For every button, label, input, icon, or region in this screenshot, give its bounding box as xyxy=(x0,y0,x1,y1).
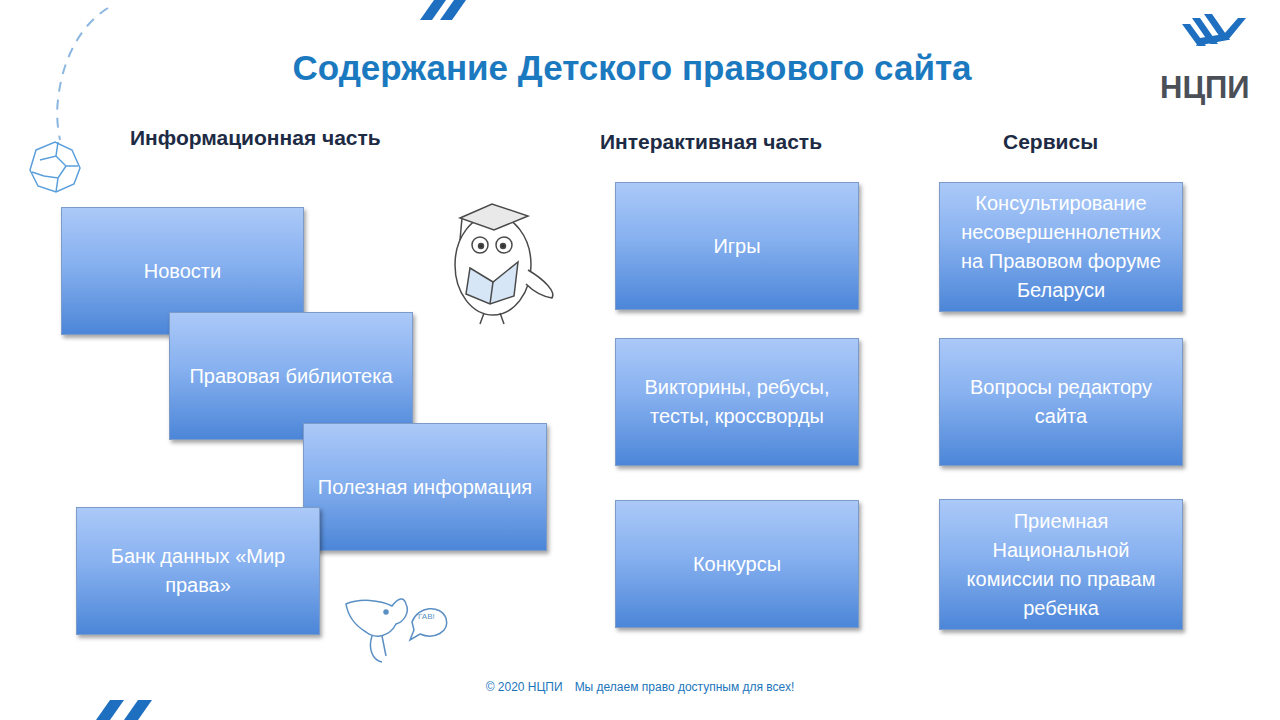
box-text: Консультирование несовершеннолетних на П… xyxy=(952,189,1170,305)
content-box: Вопросы редактору сайта xyxy=(939,338,1183,466)
box-text: Правовая библиотека xyxy=(189,362,392,391)
content-box: Викторины, ребусы, тесты, кроссворды xyxy=(615,338,859,466)
dashed-curve xyxy=(57,8,108,140)
owl-eye xyxy=(472,237,488,253)
logo-mark xyxy=(1182,14,1246,46)
box-text: Приемная Национальной комиссии по правам… xyxy=(952,507,1170,623)
owl-wing xyxy=(526,270,553,298)
logo-chevron xyxy=(1196,18,1246,46)
slash xyxy=(440,0,466,20)
content-box: Банк данных «Мир права» xyxy=(76,507,320,635)
dog-head xyxy=(346,599,407,636)
speech-bubble xyxy=(410,609,447,640)
content-box: Игры xyxy=(615,182,859,310)
box-text: Полезная информация xyxy=(318,473,532,502)
paper-ball xyxy=(30,142,80,192)
box-text: Вопросы редактору сайта xyxy=(952,373,1170,431)
box-text: Новости xyxy=(144,257,221,286)
dog-illustration xyxy=(346,599,447,662)
dog-eye xyxy=(384,610,388,614)
content-box: Приемная Национальной комиссии по правам… xyxy=(939,499,1183,630)
dog-body xyxy=(370,636,386,662)
content-box: Конкурсы xyxy=(615,500,859,628)
owl-illustration xyxy=(455,204,553,324)
paper-folds xyxy=(32,142,78,192)
owl-book xyxy=(466,262,518,304)
column-heading: Интерактивная часть xyxy=(600,130,822,154)
box-text: Конкурсы xyxy=(693,550,781,579)
owl-feet xyxy=(480,313,504,324)
owl-tassel xyxy=(460,218,462,240)
owl-cap xyxy=(460,204,528,230)
owl-eye xyxy=(496,237,512,253)
footer-text: © 2020 НЦПИ xyxy=(486,680,563,694)
box-text: Викторины, ребусы, тесты, кроссворды xyxy=(628,373,846,431)
paper-outline xyxy=(30,142,80,192)
column-heading: Сервисы xyxy=(1003,130,1098,154)
content-box: Правовая библиотека xyxy=(169,312,413,440)
footer-text: Мы делаем право доступным для всех! xyxy=(575,680,795,694)
speech-text: ГАВ! xyxy=(418,612,435,621)
column-heading: Информационная часть xyxy=(130,126,381,150)
owl-pupil xyxy=(501,244,506,249)
content-box: Полезная информация xyxy=(303,423,547,551)
slash xyxy=(96,700,124,720)
logo-text: НЦПИ xyxy=(1160,70,1250,106)
box-text: Банк данных «Мир права» xyxy=(89,542,307,600)
box-text: Игры xyxy=(713,232,760,261)
owl-book-spine xyxy=(490,282,493,304)
owl-pupil xyxy=(479,244,484,249)
diagram-title: Содержание Детского правового сайта xyxy=(0,48,1264,88)
content-box: Консультирование несовершеннолетних на П… xyxy=(939,182,1183,312)
slash xyxy=(124,700,152,720)
